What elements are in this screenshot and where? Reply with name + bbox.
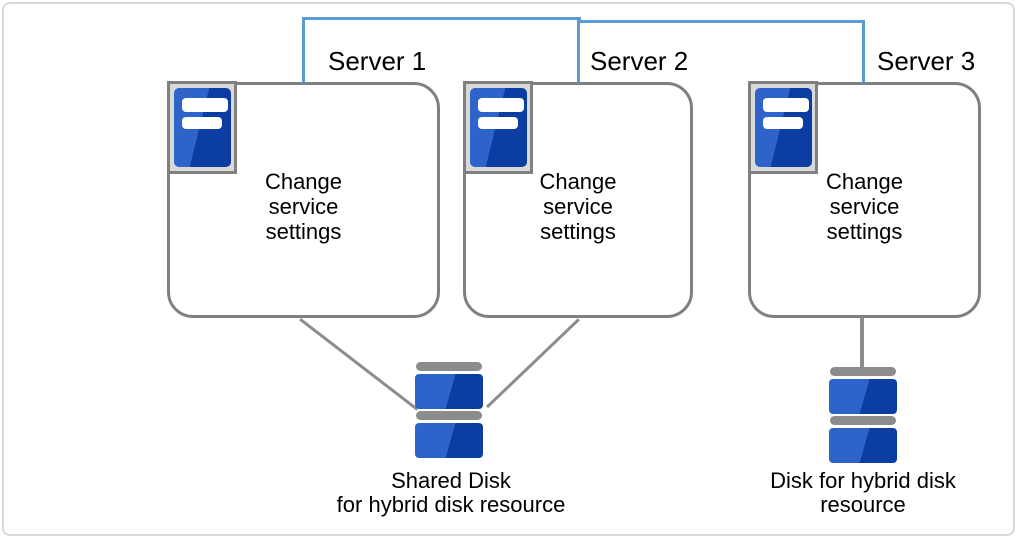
network-drop-server2 — [577, 17, 580, 82]
server2-note: Change service settings — [539, 169, 617, 244]
server-tower-icon — [470, 88, 527, 167]
server-tower-icon — [174, 88, 231, 167]
network-line-server1-server2 — [303, 17, 581, 20]
hybrid-disk-caption: Disk for hybrid disk resource — [770, 468, 956, 517]
server1-icon — [167, 81, 237, 174]
server3-icon — [748, 81, 818, 174]
network-drop-server3 — [862, 20, 865, 82]
shared-disk-caption: Shared Disk for hybrid disk resource — [336, 468, 566, 517]
drive-slot-icon — [763, 117, 803, 129]
network-line-server2-server3 — [578, 20, 865, 23]
disk-link-server1 — [299, 318, 419, 411]
server1-box: Change service settings — [167, 82, 440, 318]
drive-slot-icon — [182, 98, 228, 112]
drive-slot-icon — [478, 98, 524, 112]
server-tower-icon — [755, 88, 812, 167]
disk-link-server2 — [486, 318, 580, 409]
server3-note: Change service settings — [825, 169, 904, 244]
server1-note: Change service settings — [264, 169, 343, 244]
server3-label: Server 3 — [877, 46, 976, 76]
server1-label: Server 1 — [328, 46, 427, 76]
hybrid-disk-icon — [829, 366, 897, 463]
server2-icon — [463, 81, 533, 174]
drive-slot-icon — [478, 117, 518, 129]
network-drop-server1 — [302, 17, 305, 82]
server2-label: Server 2 — [590, 46, 689, 76]
drive-slot-icon — [763, 98, 809, 112]
drive-slot-icon — [182, 117, 222, 129]
shared-disk-icon — [415, 361, 483, 458]
disk-link-server3 — [860, 318, 864, 368]
